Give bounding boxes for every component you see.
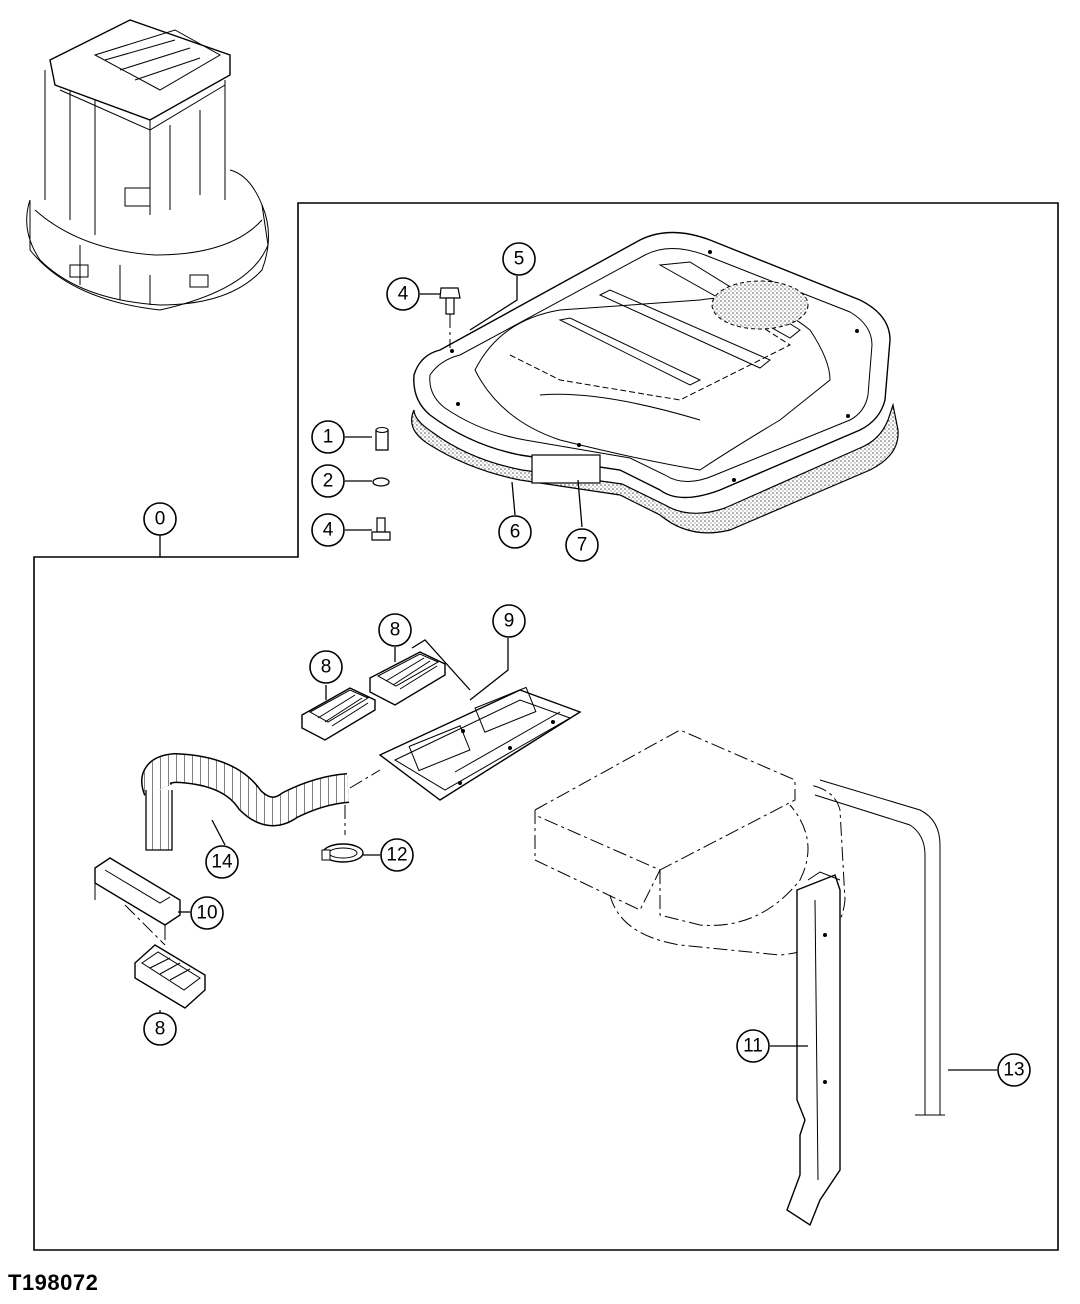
duct-plate-part	[378, 686, 582, 801]
callout-7: 7	[565, 528, 599, 562]
label-part	[531, 454, 601, 484]
callout-14: 14	[205, 845, 239, 879]
callout-9: 9	[492, 604, 526, 638]
callout-5: 5	[502, 242, 536, 276]
svg-text:9: 9	[504, 611, 515, 632]
callout-12: 12	[380, 838, 414, 872]
svg-text:2: 2	[323, 471, 334, 492]
roof-cover-part	[413, 231, 891, 499]
svg-text:8: 8	[390, 620, 401, 641]
svg-text:8: 8	[155, 1019, 166, 1040]
louver-part-upper-left	[301, 687, 376, 741]
outlet-bracket-part	[94, 857, 181, 946]
svg-text:7: 7	[577, 535, 588, 556]
seal-part	[411, 402, 899, 534]
svg-text:6: 6	[510, 522, 521, 543]
spacer-part	[375, 427, 389, 451]
bolt-part-lower	[371, 517, 391, 541]
louver-part-lower	[134, 944, 206, 1009]
callout-8-lower: 8	[143, 1012, 177, 1046]
louver-part-upper-right	[369, 651, 446, 706]
svg-text:1: 1	[323, 427, 334, 448]
leader-lines	[159, 276, 997, 1071]
defrost-duct-part	[814, 779, 945, 1116]
vertical-duct-part	[786, 871, 841, 1227]
svg-text:10: 10	[196, 903, 217, 924]
bolt-part-upper	[439, 287, 461, 348]
svg-text:14: 14	[211, 852, 233, 873]
svg-text:12: 12	[386, 845, 407, 866]
callout-6: 6	[498, 515, 532, 549]
svg-text:11: 11	[743, 1036, 763, 1057]
svg-text:5: 5	[514, 249, 525, 270]
callout-4-lower: 4	[311, 513, 345, 547]
svg-text:4: 4	[323, 520, 334, 541]
callout-2: 2	[311, 464, 345, 498]
svg-text:13: 13	[1003, 1060, 1024, 1081]
svg-text:4: 4	[398, 284, 409, 305]
callout-10: 10	[190, 896, 224, 930]
callout-13: 13	[997, 1053, 1031, 1087]
callout-0: 0	[143, 502, 177, 536]
callout-11: 11	[736, 1029, 770, 1063]
callout-4-upper: 4	[386, 277, 420, 311]
svg-text:8: 8	[321, 657, 332, 678]
figure-id: T198072	[8, 1270, 99, 1295]
hose-clamp-part	[321, 843, 364, 863]
flex-hose-part	[141, 752, 381, 851]
svg-text:0: 0	[155, 509, 166, 530]
cab-overview-illustration	[26, 19, 269, 311]
callout-8-left: 8	[309, 650, 343, 684]
frame-border	[33, 202, 1059, 1251]
washer-part	[372, 477, 390, 487]
callout-8-right: 8	[378, 613, 412, 647]
callout-1: 1	[311, 420, 345, 454]
